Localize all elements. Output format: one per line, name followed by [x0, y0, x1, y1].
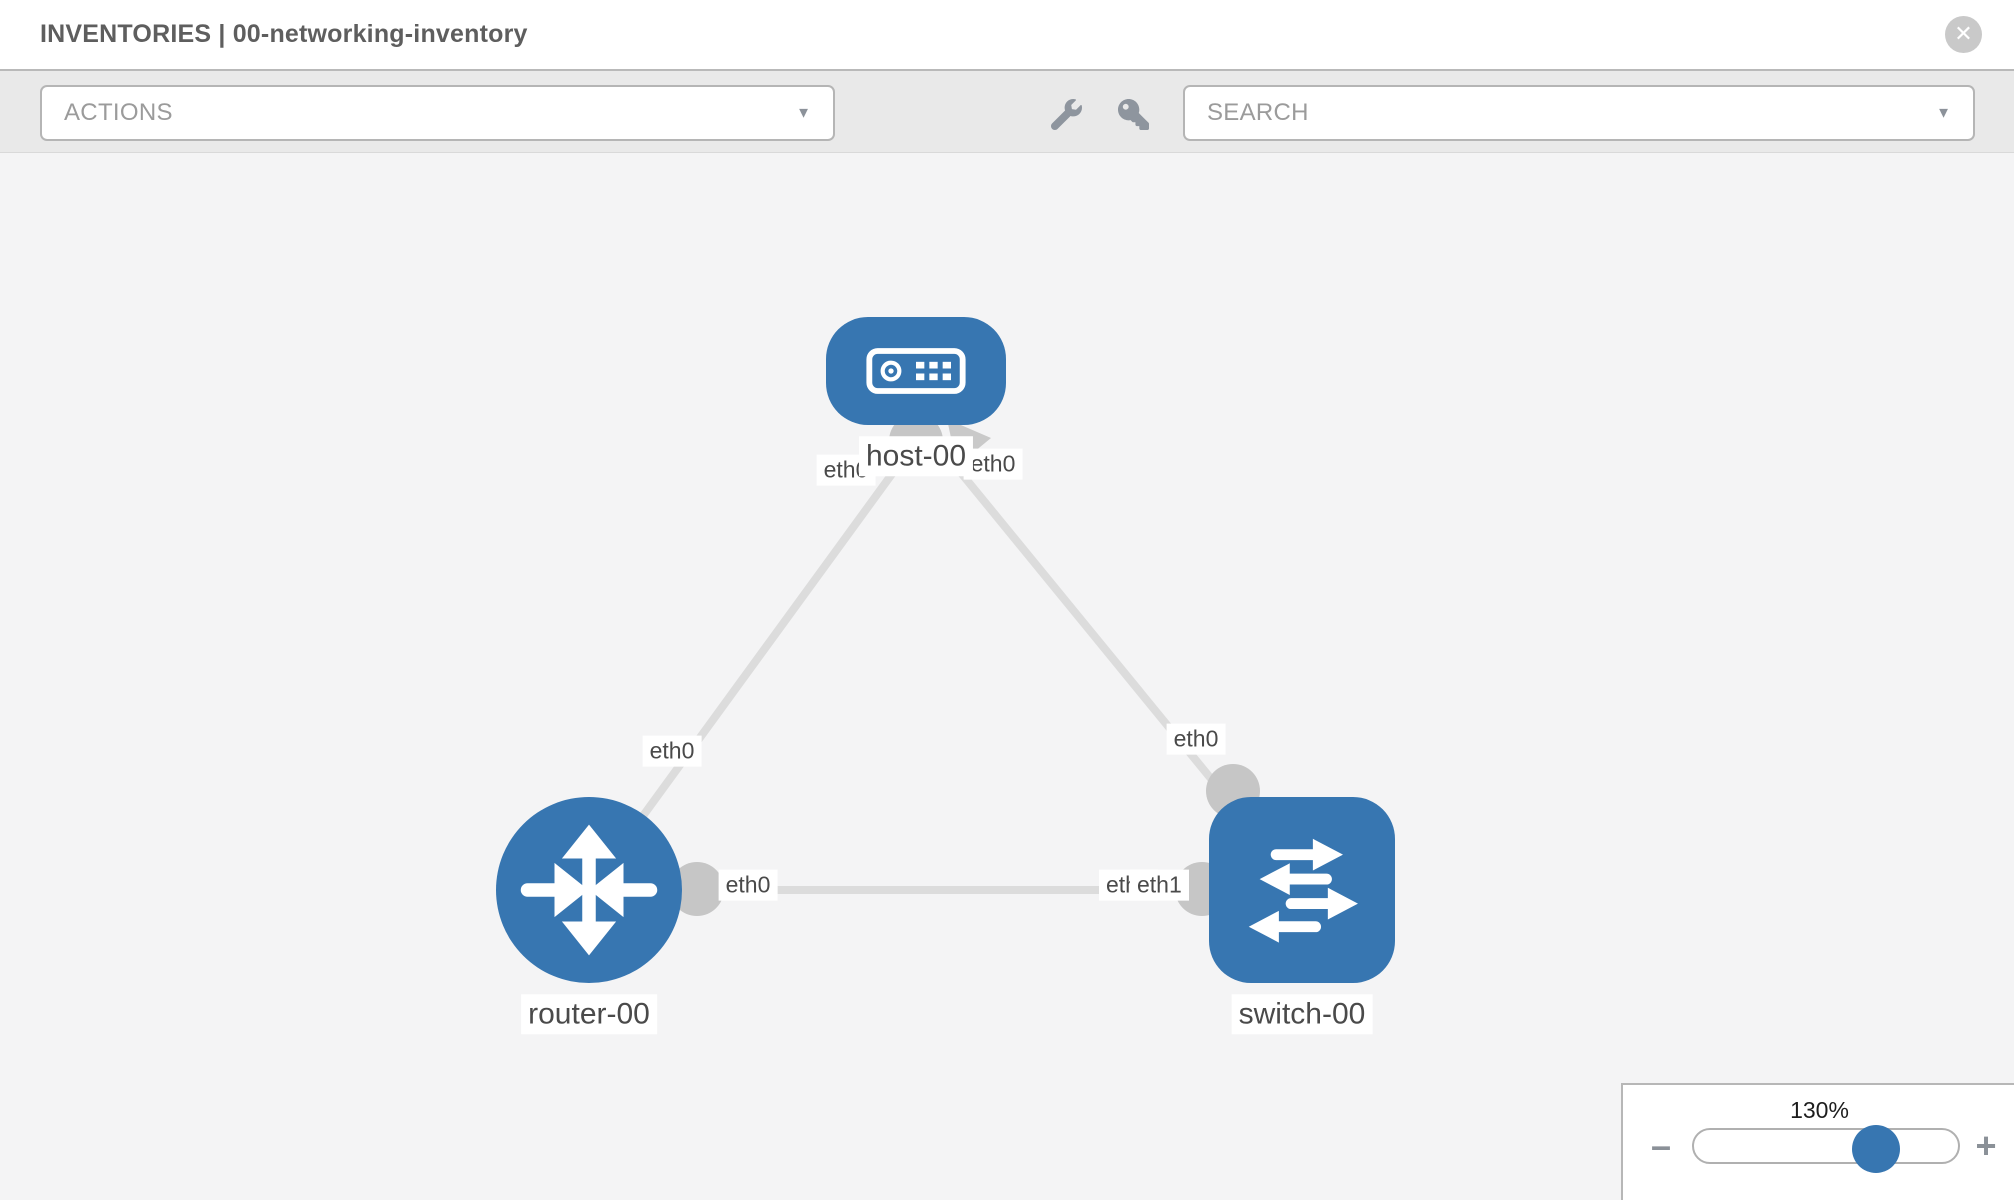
topology-links-layer [585, 414, 1306, 916]
wrench-icon [1050, 98, 1082, 130]
iface-label-switch-eth0: eth0 [1166, 723, 1226, 755]
toolbar: ACTIONS ▼ SEARCH ▼ [0, 71, 2014, 153]
search-dropdown-label: SEARCH [1207, 99, 1309, 126]
chevron-down-icon: ▼ [796, 104, 811, 122]
zoom-slider-knob[interactable] [1852, 1125, 1900, 1173]
iface-label-host-eth0-right: eth0 [963, 448, 1023, 480]
zoom-control-panel: 130% – + [1621, 1083, 2014, 1200]
zoom-out-button[interactable]: – [1641, 1125, 1681, 1167]
configure-button[interactable] [1049, 97, 1083, 131]
iface-label-router-eth0: eth0 [718, 869, 778, 901]
zoom-slider-row: – + [1623, 1125, 2014, 1173]
node-switch[interactable] [1209, 797, 1395, 983]
zoom-slider-track[interactable] [1692, 1125, 1960, 1173]
key-icon [1117, 98, 1149, 130]
page-title: INVENTORIES | 00-networking-inventory [40, 20, 528, 48]
node-label-host: host-00 [858, 436, 974, 476]
node-router[interactable] [496, 797, 682, 983]
actions-dropdown[interactable]: ACTIONS ▼ [40, 85, 835, 141]
node-label-router: router-00 [521, 994, 657, 1034]
node-label-switch: switch-00 [1231, 994, 1373, 1034]
port-router-right [670, 862, 724, 916]
topology-canvas[interactable]: host-00 router-00 switch-00 eth0 eth0 et… [0, 153, 2014, 1200]
search-dropdown[interactable]: SEARCH ▼ [1183, 85, 1975, 141]
close-button[interactable]: ✕ [1945, 16, 1982, 53]
actions-dropdown-label: ACTIONS [64, 99, 173, 126]
router-icon [520, 824, 658, 956]
header: INVENTORIES | 00-networking-inventory ✕ [0, 0, 2014, 71]
close-icon: ✕ [1954, 20, 1973, 46]
host-icon [866, 348, 966, 394]
chevron-down-icon: ▼ [1936, 104, 1951, 122]
switch-icon [1248, 838, 1358, 943]
iface-label-router-eth0-uplink: eth0 [642, 735, 702, 767]
credentials-button[interactable] [1116, 97, 1150, 131]
iface-label-switch-eth1: eth1 [1130, 869, 1189, 901]
zoom-level-value: 130% [1790, 1097, 1849, 1123]
node-host[interactable] [826, 317, 1006, 425]
zoom-in-button[interactable]: + [1966, 1125, 2006, 1167]
